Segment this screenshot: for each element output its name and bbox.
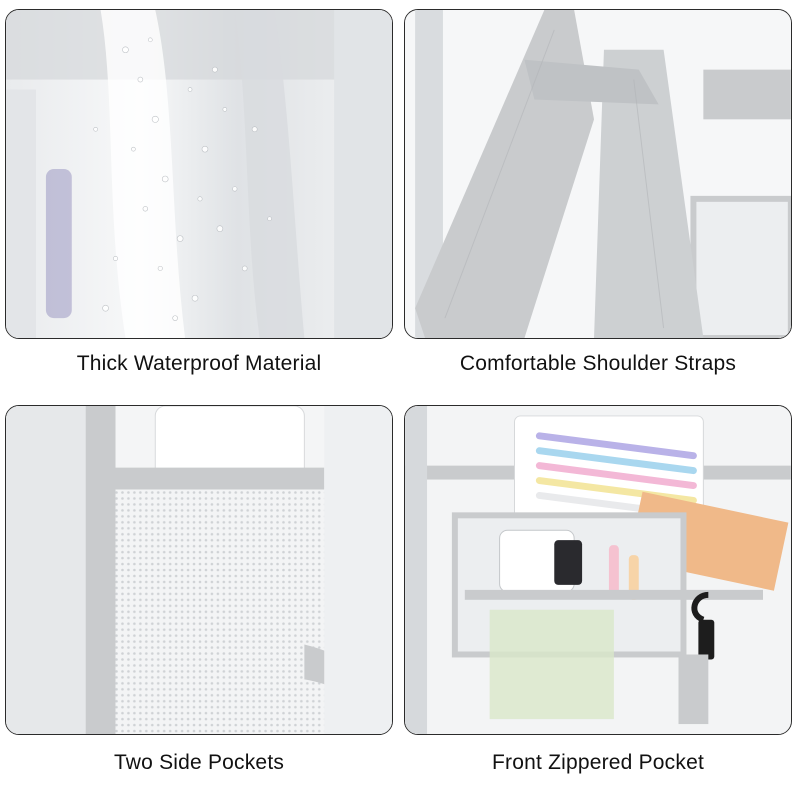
waterproof-material-illustration <box>6 10 392 338</box>
side-pocket-photo <box>5 405 393 735</box>
side-pocket-illustration <box>6 406 392 734</box>
caption-side-pockets: Two Side Pockets <box>113 751 285 774</box>
waterproof-material-photo <box>5 9 393 339</box>
shoulder-straps-photo <box>404 9 792 339</box>
front-pocket-illustration <box>405 406 791 734</box>
front-pocket-photo <box>404 405 792 735</box>
shoulder-straps-illustration <box>405 10 791 338</box>
caption-waterproof-material: Thick Waterproof Material <box>76 352 322 375</box>
caption-front-pocket: Front Zippered Pocket <box>492 751 704 774</box>
caption-shoulder-straps: Comfortable Shoulder Straps <box>459 352 737 375</box>
